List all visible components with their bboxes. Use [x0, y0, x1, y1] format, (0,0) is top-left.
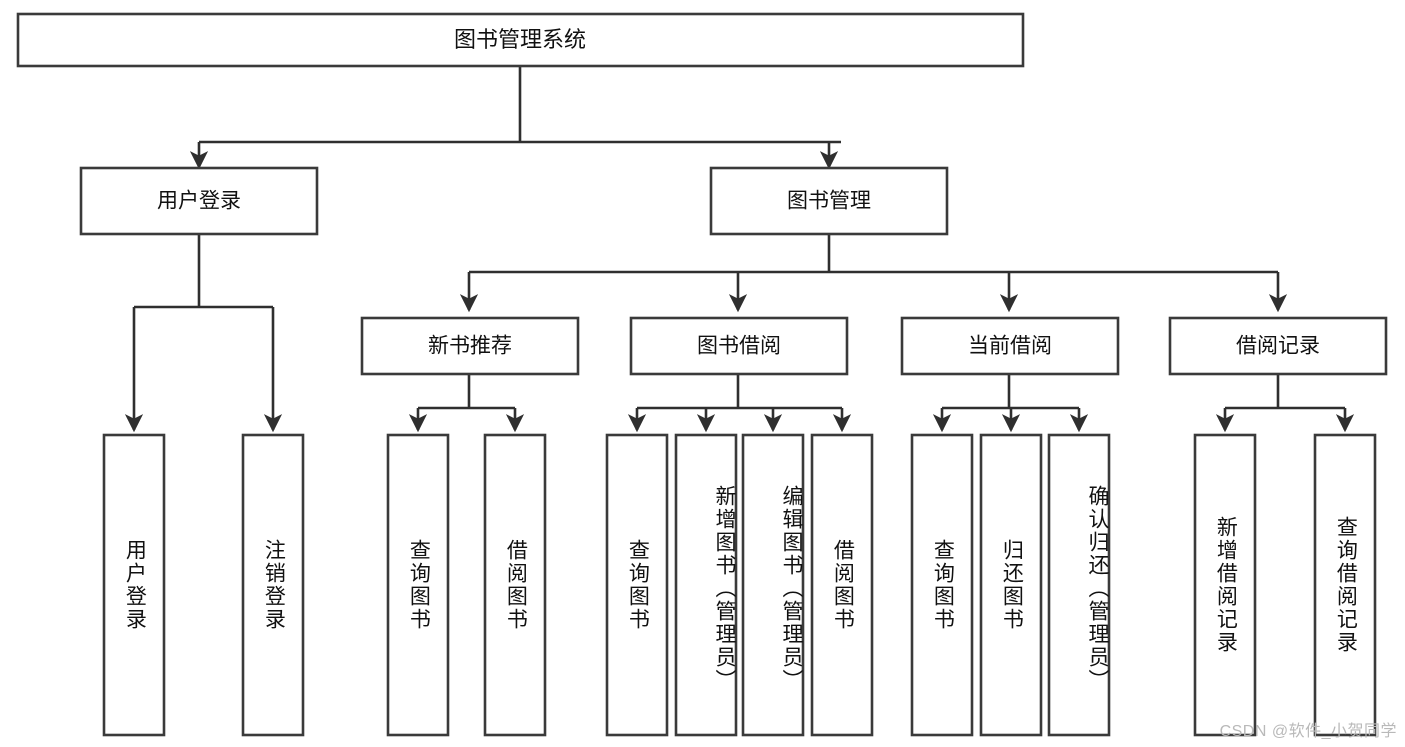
node-leaf-borrow-book-2[interactable] [810, 433, 874, 737]
node-current-borrow[interactable]: 当前借阅 [900, 316, 1120, 376]
node-leaf-add-book[interactable] [674, 433, 738, 737]
node-book-borrow-label: 图书借阅 [697, 335, 781, 358]
csdn-watermark: CSDN @软件_小贺同学 [1219, 723, 1397, 740]
node-leaf-user-login[interactable] [102, 433, 166, 737]
node-borrow-record[interactable]: 借阅记录 [1168, 316, 1388, 376]
node-book-manage-label: 图书管理 [787, 190, 871, 213]
node-leaf-confirm-return[interactable] [1047, 433, 1111, 737]
node-root-label: 图书管理系统 [454, 27, 586, 52]
node-current-borrow-label: 当前借阅 [968, 335, 1052, 358]
node-new-book-recommend-label: 新书推荐 [428, 335, 512, 358]
node-leaf-logout[interactable] [241, 433, 305, 737]
node-leaf-query-book-3[interactable] [910, 433, 974, 737]
node-book-manage[interactable]: 图书管理 [709, 166, 949, 236]
node-leaf-query-record[interactable] [1313, 433, 1377, 737]
node-leaf-edit-book[interactable] [741, 433, 805, 737]
node-leaf-return-book[interactable] [979, 433, 1043, 737]
node-leaf-query-book-1[interactable] [386, 433, 450, 737]
node-book-borrow[interactable]: 图书借阅 [629, 316, 849, 376]
node-new-book-recommend[interactable]: 新书推荐 [360, 316, 580, 376]
node-leaf-query-book-2[interactable] [605, 433, 669, 737]
node-user-login[interactable]: 用户登录 [79, 166, 319, 236]
node-root[interactable]: 图书管理系统 [16, 12, 1025, 68]
node-user-login-label: 用户登录 [157, 190, 241, 213]
node-borrow-record-label: 借阅记录 [1236, 335, 1320, 358]
node-leaf-add-record[interactable] [1193, 433, 1257, 737]
link-layer [124, 66, 1355, 433]
node-layer: 图书管理系统 用户登录 图书管理 新书推荐 图书借阅 当前 [16, 12, 1388, 737]
node-leaf-borrow-book-1[interactable] [483, 433, 547, 737]
